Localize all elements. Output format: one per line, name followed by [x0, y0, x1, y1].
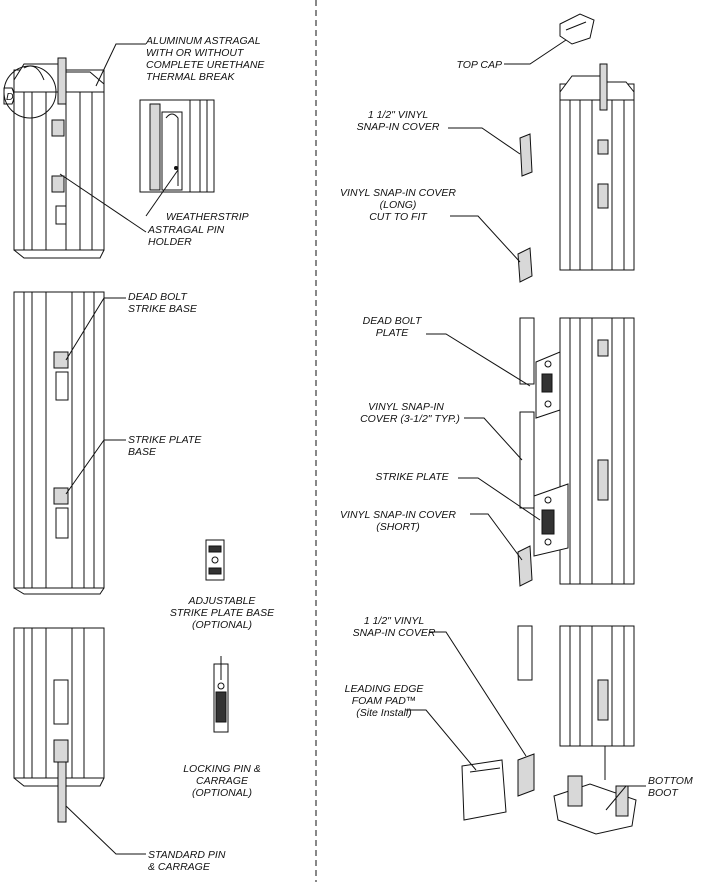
leader-lines — [59, 39, 646, 855]
label-strike-plate: STRIKE PLATE — [375, 471, 449, 483]
svg-text:BASE: BASE — [128, 446, 157, 458]
label-standard-pin-carrage: STANDARD PIN & CARRAGE — [148, 849, 226, 873]
svg-text:VINYL SNAP-IN COVER: VINYL SNAP-IN COVER — [340, 187, 456, 199]
astragal-top-section: D — [3, 57, 105, 259]
svg-text:ADJUSTABLE: ADJUSTABLE — [188, 595, 257, 607]
svg-text:1 1/2" VINYL: 1 1/2" VINYL — [364, 615, 425, 627]
right-middle-section — [517, 317, 635, 587]
bottom-boot-part — [553, 775, 637, 835]
svg-text:COMPLETE URETHANE: COMPLETE URETHANE — [146, 59, 265, 71]
svg-text:COVER (3-1/2" TYP.): COVER (3-1/2" TYP.) — [360, 413, 460, 425]
label-adjustable-strike-plate-base: ADJUSTABLE STRIKE PLATE BASE (OPTIONAL) — [170, 595, 275, 631]
label-aluminum-astragal: ALUMINUM ASTRAGAL WITH OR WITHOUT COMPLE… — [145, 35, 265, 83]
svg-text:& CARRAGE: & CARRAGE — [148, 861, 211, 873]
svg-text:BOTTOM: BOTTOM — [648, 775, 693, 787]
svg-text:ALUMINUM ASTRAGAL: ALUMINUM ASTRAGAL — [145, 35, 261, 47]
svg-text:WITH OR WITHOUT: WITH OR WITHOUT — [146, 47, 245, 59]
adjustable-strike-plate-base-part — [205, 539, 225, 581]
svg-text:FOAM PAD™: FOAM PAD™ — [352, 695, 417, 707]
label-bottom-boot: BOTTOM BOOT — [648, 775, 693, 799]
label-dead-bolt-plate: DEAD BOLT PLATE — [363, 315, 423, 339]
svg-text:VINYL SNAP-IN: VINYL SNAP-IN — [368, 401, 444, 413]
label-vinyl-cover-short: VINYL SNAP-IN COVER (SHORT) — [340, 509, 456, 533]
svg-text:LEADING EDGE: LEADING EDGE — [345, 683, 425, 695]
svg-text:SNAP-IN COVER: SNAP-IN COVER — [357, 121, 440, 133]
weatherstrip-detail — [139, 99, 215, 193]
svg-text:BOOT: BOOT — [648, 787, 679, 799]
svg-text:STANDARD PIN: STANDARD PIN — [148, 849, 226, 861]
svg-text:ASTRAGAL PIN: ASTRAGAL PIN — [147, 224, 225, 236]
label-vinyl-cover-1-5-bottom: 1 1/2" VINYL SNAP-IN COVER — [353, 615, 436, 639]
label-strike-plate-base: STRIKE PLATE BASE — [128, 434, 202, 458]
dead-bolt-plate-part — [535, 351, 561, 419]
svg-text:LOCKING PIN &: LOCKING PIN & — [183, 763, 261, 775]
svg-text:TOP CAP: TOP CAP — [456, 59, 502, 71]
svg-text:STRIKE BASE: STRIKE BASE — [128, 303, 198, 315]
svg-text:THERMAL BREAK: THERMAL BREAK — [146, 71, 235, 83]
foam-pad-part — [461, 759, 507, 821]
detail-callout: D — [6, 91, 14, 103]
svg-text:(SHORT): (SHORT) — [376, 521, 420, 533]
svg-text:DEAD BOLT: DEAD BOLT — [363, 315, 423, 327]
strike-base-section — [13, 291, 105, 595]
label-leading-edge-foam-pad: LEADING EDGE FOAM PAD™ (Site Install) — [345, 683, 425, 719]
svg-text:(Site Install): (Site Install) — [356, 707, 411, 719]
vinyl-cover-1-5-top-part — [519, 133, 533, 177]
label-weatherstrip: WEATHERSTRIP — [166, 211, 249, 223]
svg-text:STRIKE PLATE BASE: STRIKE PLATE BASE — [170, 607, 275, 619]
svg-text:STRIKE PLATE: STRIKE PLATE — [128, 434, 202, 446]
svg-text:1 1/2" VINYL: 1 1/2" VINYL — [368, 109, 429, 121]
vinyl-cover-1-5-bottom-part — [517, 753, 535, 797]
label-vinyl-cover-3-5: VINYL SNAP-IN COVER (3-1/2" TYP.) — [360, 401, 460, 425]
locking-pin-part — [213, 656, 229, 733]
svg-text:DEAD BOLT: DEAD BOLT — [128, 291, 188, 303]
right-top-section — [559, 63, 635, 271]
svg-text:(OPTIONAL): (OPTIONAL) — [192, 619, 252, 631]
top-cap-part — [559, 13, 595, 45]
label-dead-bolt-strike-base: DEAD BOLT STRIKE BASE — [128, 291, 198, 315]
right-bottom-section — [517, 625, 635, 780]
svg-text:SNAP-IN COVER: SNAP-IN COVER — [353, 627, 436, 639]
vinyl-cover-long-part — [517, 247, 533, 283]
svg-text:(OPTIONAL): (OPTIONAL) — [192, 787, 252, 799]
strike-plate-part — [533, 483, 569, 557]
label-top-cap: TOP CAP — [456, 59, 502, 71]
svg-text:(LONG): (LONG) — [380, 199, 417, 211]
svg-text:CUT TO FIT: CUT TO FIT — [369, 211, 428, 223]
svg-text:WEATHERSTRIP: WEATHERSTRIP — [166, 211, 249, 223]
label-vinyl-cover-long: VINYL SNAP-IN COVER (LONG) CUT TO FIT — [340, 187, 456, 223]
standard-pin-section — [13, 627, 105, 823]
svg-text:HOLDER: HOLDER — [148, 236, 192, 248]
label-astragal-pin-holder: ASTRAGAL PIN HOLDER — [147, 224, 225, 248]
svg-text:VINYL SNAP-IN COVER: VINYL SNAP-IN COVER — [340, 509, 456, 521]
svg-text:CARRAGE: CARRAGE — [196, 775, 249, 787]
svg-text:STRIKE PLATE: STRIKE PLATE — [375, 471, 449, 483]
label-vinyl-cover-1-5-top: 1 1/2" VINYL SNAP-IN COVER — [357, 109, 440, 133]
svg-text:PLATE: PLATE — [376, 327, 409, 339]
label-locking-pin-carrage: LOCKING PIN & CARRAGE (OPTIONAL) — [183, 763, 261, 799]
